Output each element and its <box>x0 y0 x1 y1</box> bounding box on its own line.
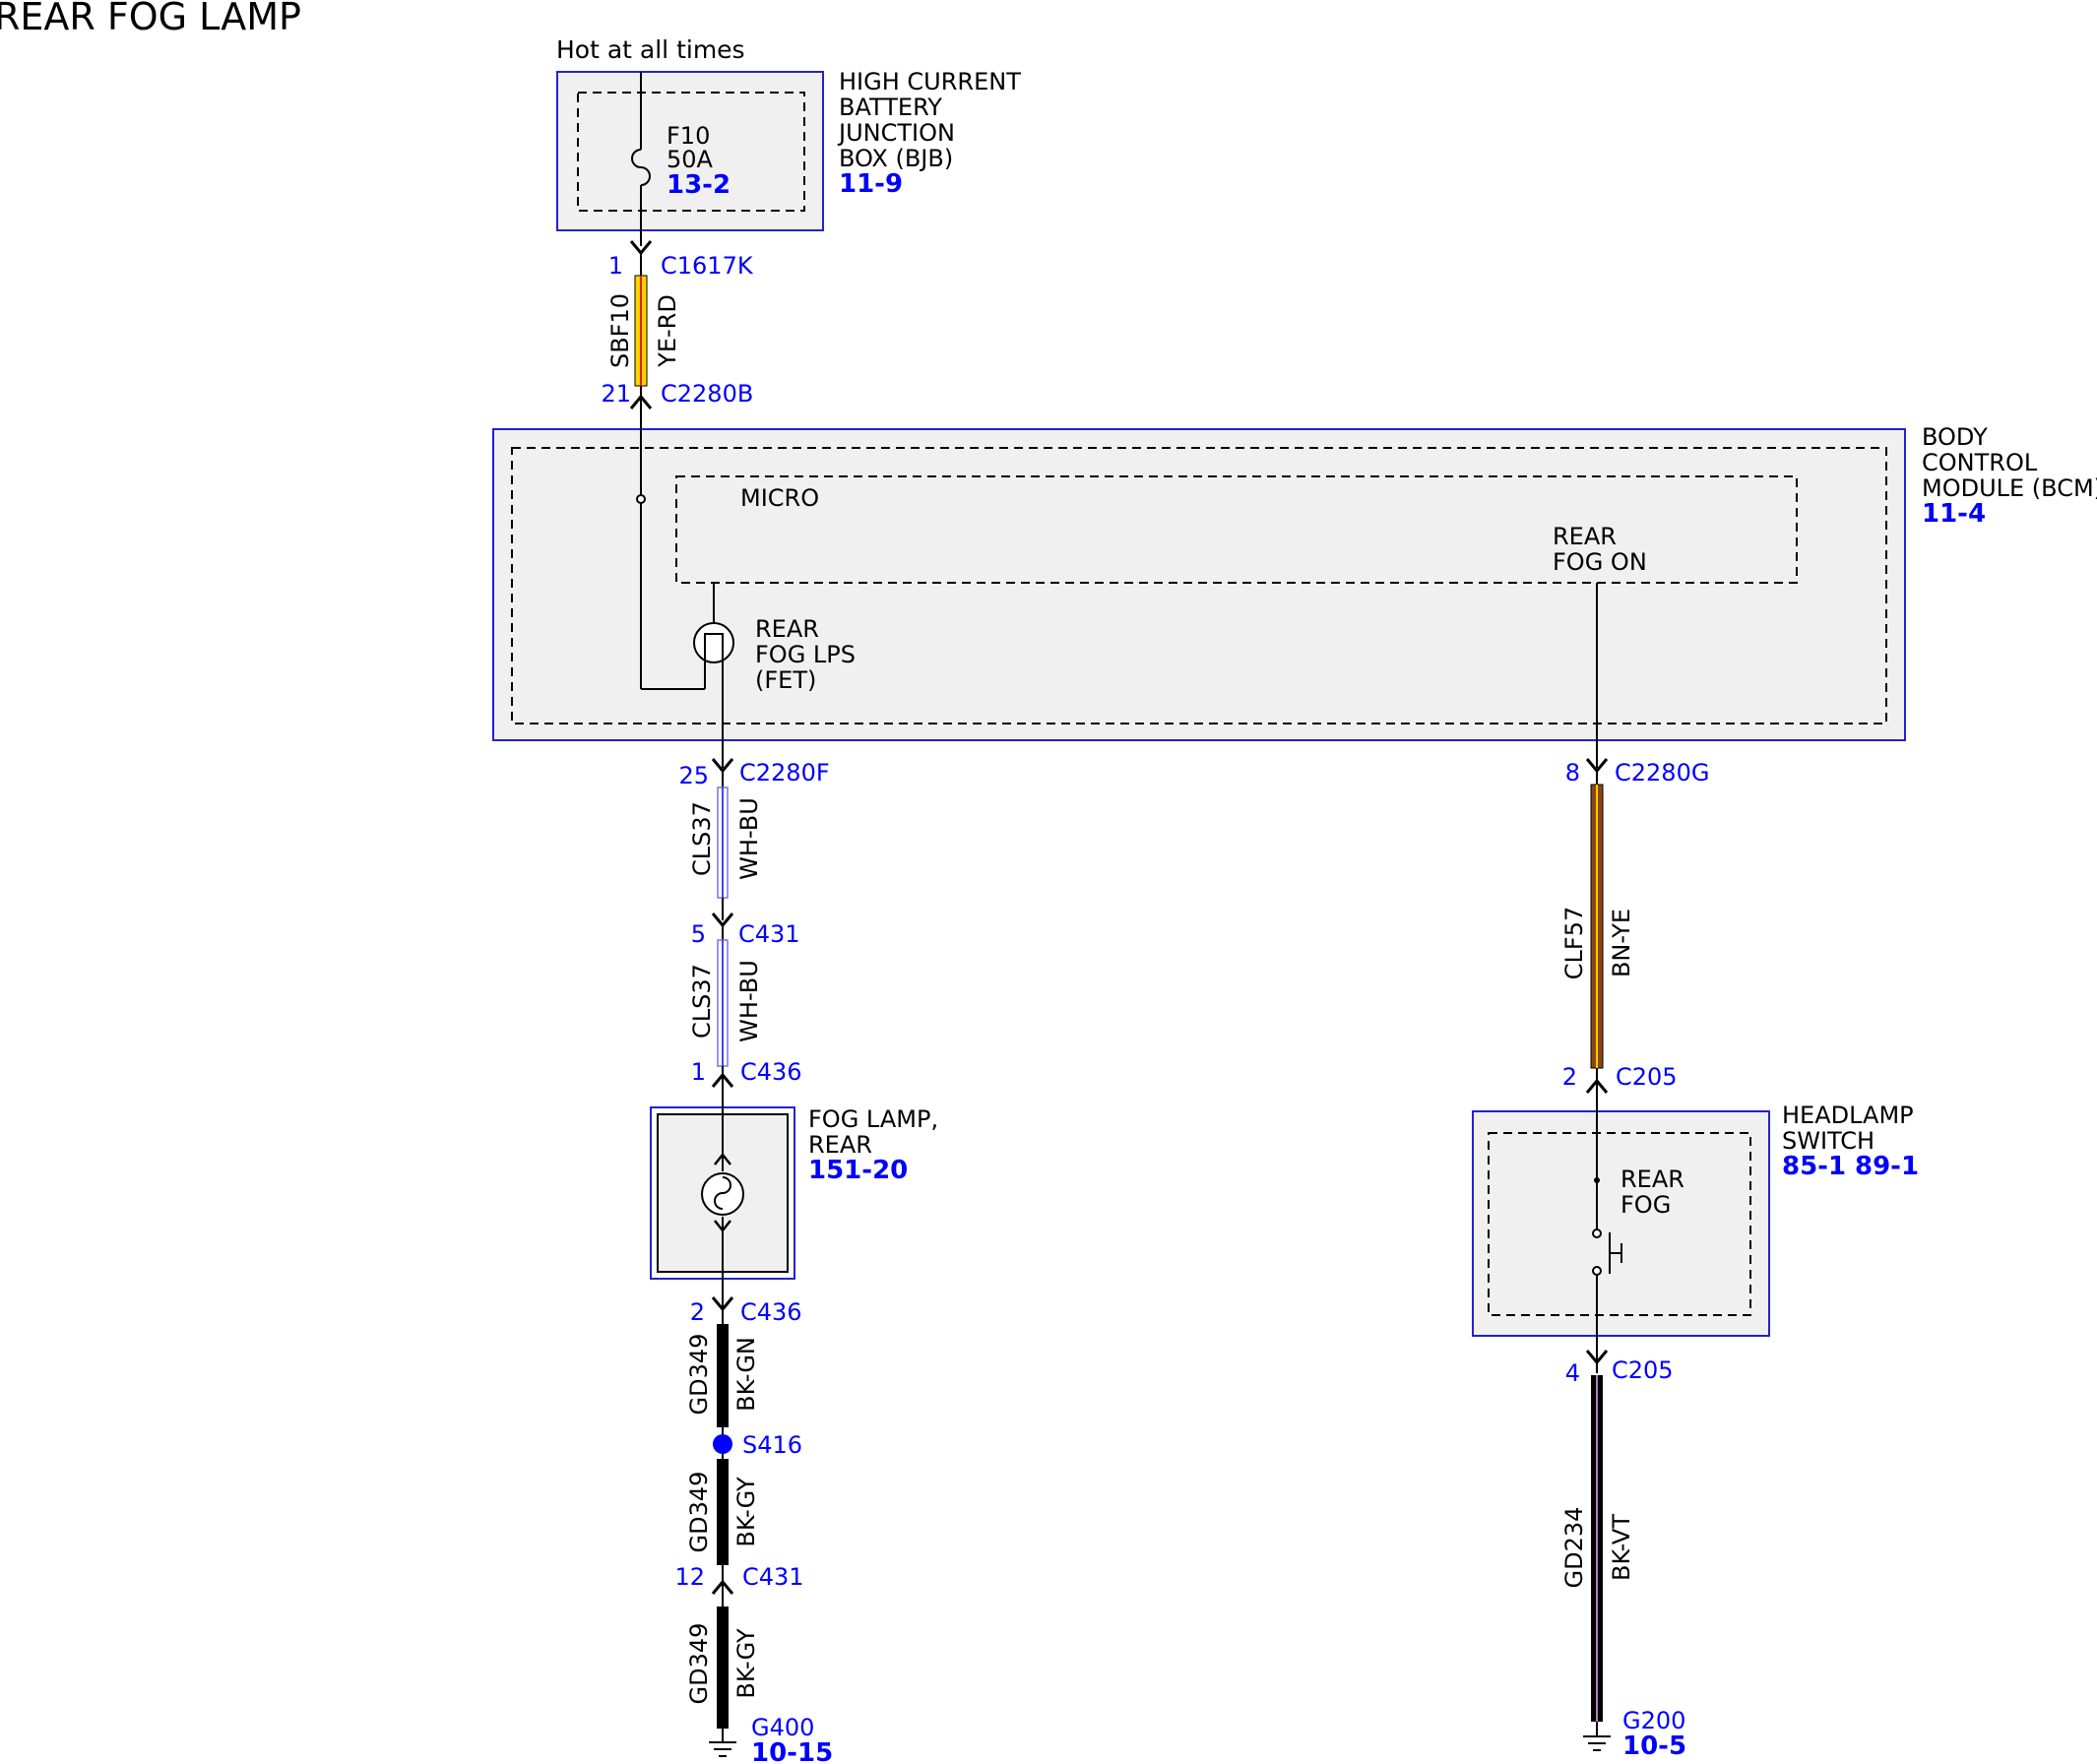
wire-gd349-a-circuit: GD349 <box>685 1334 713 1416</box>
switch-contact-top <box>1592 1228 1602 1238</box>
wire-gd234-color: BK-VT <box>1608 1514 1635 1581</box>
c205-bot-name[interactable]: C205 <box>1612 1356 1674 1384</box>
bjb-ref[interactable]: 11-9 <box>839 169 903 199</box>
c2280f-name[interactable]: C2280F <box>739 759 830 787</box>
fet-line-2: FOG LPS <box>755 641 856 668</box>
wire-gd349-c[interactable] <box>717 1606 729 1729</box>
c436-bot-pin: 2 <box>690 1298 705 1326</box>
c436-bot-name[interactable]: C436 <box>740 1298 802 1326</box>
wire-gd349-b[interactable] <box>717 1459 729 1565</box>
c2280b-name[interactable]: C2280B <box>661 380 753 408</box>
c431-bot-pin: 12 <box>674 1563 705 1591</box>
fog-lamp-name-line-1: FOG LAMP, <box>808 1105 938 1133</box>
bcm-ref[interactable]: 11-4 <box>1922 499 1986 529</box>
wire-sbf10-color: YE-RD <box>654 294 681 368</box>
headlamp-switch-ref-2[interactable]: 89-1 <box>1855 1152 1919 1181</box>
bcm-micro-dashed <box>675 475 1798 584</box>
fog-lamp-name-line-2: REAR <box>808 1131 872 1159</box>
c431-top-name[interactable]: C431 <box>738 920 800 948</box>
switch-label-line-2: FOG <box>1620 1191 1671 1219</box>
fog-lamp-ref[interactable]: 151-20 <box>808 1156 908 1185</box>
fuse-name: F10 <box>667 122 710 150</box>
ground-g400-icon <box>709 1729 736 1757</box>
switch-icon <box>1609 1232 1622 1274</box>
c431-top-pin: 5 <box>691 920 706 948</box>
bcm-name-line-2: CONTROL <box>1922 449 2038 476</box>
splice-s416-icon[interactable] <box>713 1434 732 1454</box>
bjb-module[interactable] <box>556 71 824 231</box>
c436-top-pin: 1 <box>691 1058 706 1086</box>
wire-cls37-b-circuit: CLS37 <box>688 964 716 1039</box>
connector-c2280b-icon <box>629 394 653 410</box>
switch-junction-dot <box>1594 1177 1600 1183</box>
c205-bot-pin: 4 <box>1565 1359 1580 1387</box>
bjb-inner-dashed <box>577 92 805 212</box>
connector-c431-bot-icon <box>711 1579 734 1595</box>
ground-g400-ref[interactable]: 10-15 <box>751 1738 833 1764</box>
fet-line-3: (FET) <box>755 666 816 694</box>
connector-c205-bot-icon <box>1585 1350 1609 1365</box>
wire-gd349-c-circuit: GD349 <box>685 1623 713 1705</box>
bjb-name-line-1: HIGH CURRENT <box>839 68 1021 95</box>
bcm-box <box>492 428 1906 741</box>
wire-cls37-a-color: WH-BU <box>735 797 763 880</box>
ground-g200-ref[interactable]: 10-5 <box>1622 1732 1686 1761</box>
c205-top-name[interactable]: C205 <box>1616 1063 1678 1091</box>
bcm-junction-dot <box>636 494 646 504</box>
connector-c436-top-icon <box>711 1072 734 1088</box>
c2280g-pin: 8 <box>1565 759 1580 787</box>
bjb-name-line-4: BOX (BJB) <box>839 145 953 172</box>
wire-sbf10-circuit: SBF10 <box>606 293 634 368</box>
wire-clf57-color: BN-YE <box>1608 909 1635 977</box>
headlamp-switch-name-line-1: HEADLAMP <box>1782 1102 1914 1129</box>
c1617k-pin: 1 <box>608 252 623 280</box>
bjb-name-line-2: BATTERY <box>839 94 942 121</box>
wire-gd349-b-circuit: GD349 <box>685 1472 713 1553</box>
c2280g-name[interactable]: C2280G <box>1615 759 1709 787</box>
c205-top-pin: 2 <box>1562 1063 1577 1091</box>
wire-gd349-c-color: BK-GY <box>732 1628 760 1699</box>
bcm-inner-dashed <box>511 447 1887 724</box>
bcm-name-line-3: MODULE (BCM) <box>1922 474 2097 502</box>
c2280b-pin: 21 <box>601 380 631 408</box>
c1617k-name[interactable]: C1617K <box>661 252 754 280</box>
headlamp-switch-name-line-2: SWITCH <box>1782 1127 1875 1155</box>
diagram-title: REAR FOG LAMP <box>0 0 301 38</box>
bcm-rear-fog-on-line-2: FOG ON <box>1553 548 1647 576</box>
bcm-rear-fog-on-line-1: REAR <box>1553 523 1617 550</box>
wire-gd234-circuit: GD234 <box>1560 1507 1588 1589</box>
wire-gd349-b-color: BK-GY <box>732 1477 760 1547</box>
c436-top-name[interactable]: C436 <box>740 1058 802 1086</box>
switch-contact-bottom <box>1592 1266 1602 1276</box>
headlamp-switch-module[interactable] <box>1472 1110 1770 1337</box>
hot-at-all-times-label: Hot at all times <box>556 35 745 64</box>
headlamp-switch-box <box>1472 1110 1770 1337</box>
wire-cls37-a-circuit: CLS37 <box>688 801 716 876</box>
fet-icon <box>693 622 734 663</box>
fuse-icon <box>631 149 651 186</box>
wire-gd349-a[interactable] <box>717 1324 729 1427</box>
c2280f-pin: 25 <box>678 762 709 789</box>
bjb-name-line-3: JUNCTION <box>837 119 955 147</box>
connector-c205-top-icon <box>1585 1078 1609 1094</box>
wire-cls37-b-color: WH-BU <box>735 960 763 1042</box>
ground-g200-icon <box>1583 1722 1611 1751</box>
splice-s416-name: S416 <box>742 1431 802 1459</box>
bcm-module[interactable] <box>492 428 1906 741</box>
fuse-rating: 50A <box>667 146 714 173</box>
c431-bot-name[interactable]: C431 <box>742 1563 804 1591</box>
wire-gd349-a-color: BK-GN <box>732 1337 760 1412</box>
headlamp-switch-ref-1[interactable]: 85-1 <box>1782 1152 1846 1181</box>
fet-line-1: REAR <box>755 615 819 643</box>
switch-label-line-1: REAR <box>1620 1166 1684 1193</box>
bcm-micro-label: MICRO <box>740 484 819 512</box>
bcm-name-line-1: BODY <box>1922 423 1988 451</box>
ground-g200-name: G200 <box>1622 1707 1685 1734</box>
fuse-ref[interactable]: 13-2 <box>667 170 731 200</box>
wire-clf57-circuit: CLF57 <box>1560 907 1588 979</box>
bjb-box <box>556 71 824 231</box>
ground-g400-name: G400 <box>751 1714 814 1741</box>
